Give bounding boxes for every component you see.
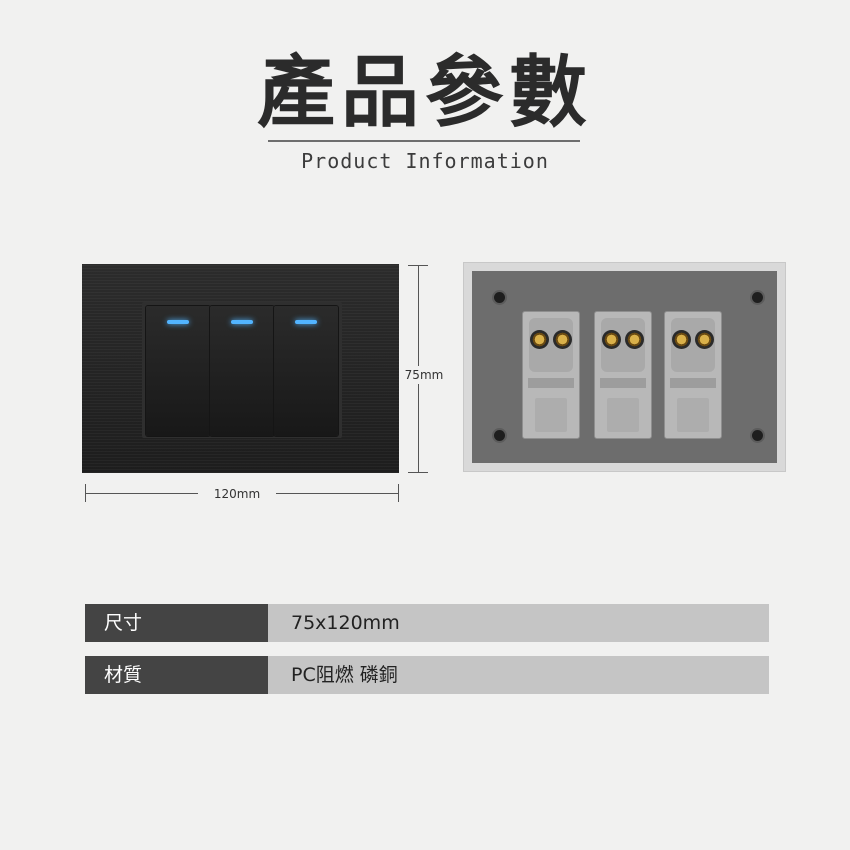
spec-label: 尺寸 xyxy=(85,604,268,642)
module-foot xyxy=(607,398,639,432)
height-dimension-tick-bottom xyxy=(408,472,428,473)
width-dimension-tick-right xyxy=(398,484,399,502)
terminal-screw xyxy=(625,330,644,349)
spec-row-material: 材質 PC阻燃 磷銅 xyxy=(85,656,769,694)
module-label xyxy=(528,378,574,388)
mount-hole xyxy=(494,430,505,441)
mount-hole xyxy=(752,430,763,441)
page-title: 產品參數 xyxy=(256,48,593,138)
height-dimension-tick-top xyxy=(408,265,428,266)
indicator-led xyxy=(167,320,189,324)
terminal-screw xyxy=(695,330,714,349)
width-dimension-label: 120mm xyxy=(198,485,276,503)
terminal-screw xyxy=(602,330,621,349)
terminal-module-2 xyxy=(594,311,652,439)
rocker-switch-2 xyxy=(210,306,274,436)
terminal-screw xyxy=(672,330,691,349)
spec-row-size: 尺寸 75x120mm xyxy=(85,604,769,642)
module-foot xyxy=(677,398,709,432)
mount-hole xyxy=(494,292,505,303)
switch-back-image xyxy=(463,262,786,472)
indicator-led xyxy=(231,320,253,324)
terminal-screw xyxy=(553,330,572,349)
terminal-module-3 xyxy=(664,311,722,439)
terminal-module-1 xyxy=(522,311,580,439)
indicator-led xyxy=(295,320,317,324)
page-subtitle: Product Information xyxy=(301,149,549,173)
rocker-switch-1 xyxy=(146,306,210,436)
spec-label: 材質 xyxy=(85,656,268,694)
height-dimension-label: 75mm xyxy=(402,366,446,384)
switch-front-image xyxy=(82,264,399,473)
back-housing xyxy=(472,271,777,463)
title-divider xyxy=(268,140,580,142)
module-label xyxy=(670,378,716,388)
spec-value: PC阻燃 磷銅 xyxy=(268,656,769,694)
rocker-switch-3 xyxy=(274,306,338,436)
mount-hole xyxy=(752,292,763,303)
terminal-screw xyxy=(530,330,549,349)
width-dimension-tick-left xyxy=(85,484,86,502)
spec-value: 75x120mm xyxy=(268,604,769,642)
module-foot xyxy=(535,398,567,432)
module-label xyxy=(600,378,646,388)
